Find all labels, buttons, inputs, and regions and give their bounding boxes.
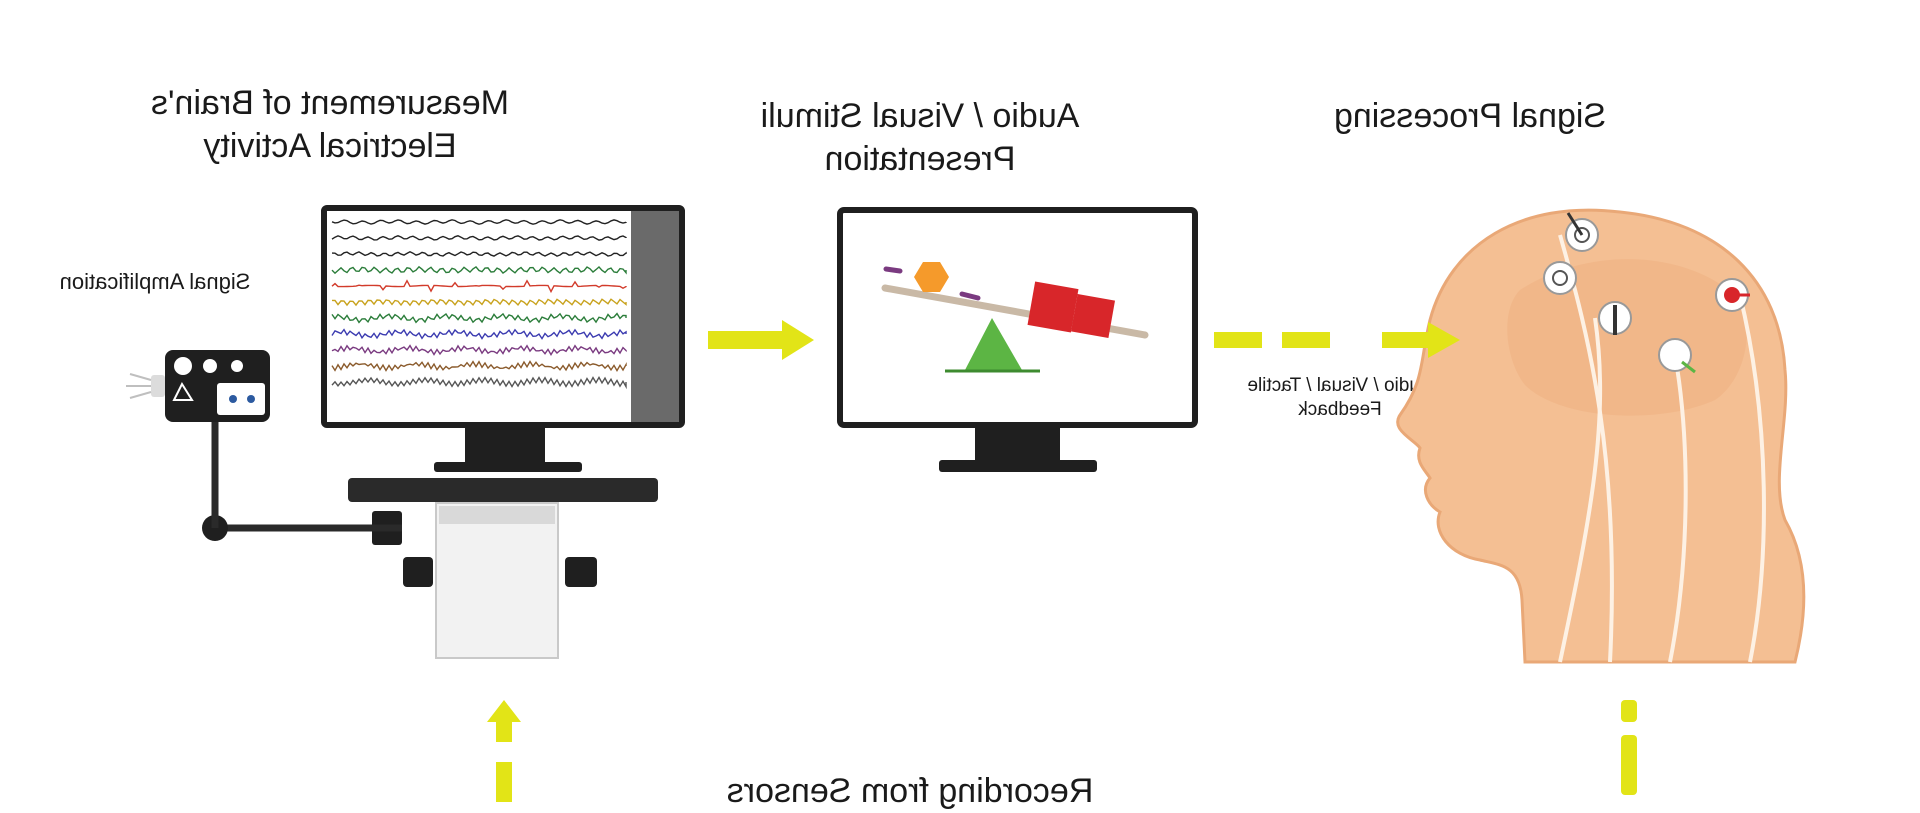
desk-top <box>348 478 658 502</box>
electrode-3 <box>1598 301 1632 335</box>
stimuli-monitor-base <box>939 460 1097 472</box>
electrode-5 <box>1658 338 1696 374</box>
eeg-trace <box>331 375 627 390</box>
head-down-dashed-line <box>1621 700 1637 795</box>
pc-tower <box>435 502 559 659</box>
eeg-trace <box>331 360 627 373</box>
tower-wheel-left <box>565 557 597 587</box>
tower-wheel-right <box>403 557 433 587</box>
electrode-wire-1 <box>1558 317 1603 663</box>
eeg-traces <box>331 219 627 390</box>
eeg-trace <box>331 328 627 340</box>
orange-hexagon <box>914 262 949 292</box>
electrode-wire-4 <box>1738 294 1766 663</box>
processing-monitor-neck <box>465 427 545 465</box>
electrode-1 <box>1565 212 1599 252</box>
eeg-trace <box>331 251 627 257</box>
red-block-1 <box>1070 293 1116 339</box>
amplifier-plug <box>151 375 165 397</box>
stimuli-monitor-neck <box>975 427 1060 465</box>
red-block-2 <box>1027 281 1079 333</box>
eeg-trace <box>331 235 627 241</box>
eeg-trace <box>331 298 627 307</box>
eeg-screen <box>321 205 685 428</box>
processing-monitor-base <box>434 462 582 472</box>
eeg-trace <box>331 265 627 275</box>
electrode-4 <box>1715 278 1750 312</box>
eeg-trace <box>331 219 627 225</box>
recording-up-arrow <box>487 700 521 802</box>
eeg-trace <box>331 279 627 294</box>
feedback-dashed-arrow <box>1214 322 1460 358</box>
balance-scale-scene <box>881 262 1149 373</box>
eeg-trace <box>331 312 627 324</box>
fulcrum-triangle <box>965 318 1022 370</box>
brain-region <box>1507 259 1747 416</box>
eeg-trace <box>331 344 627 356</box>
electrode-2 <box>1543 261 1577 295</box>
channel-label-panel <box>631 211 679 422</box>
electrode-wire-3 <box>1668 354 1688 663</box>
stimuli-to-processing-arrow <box>708 320 814 360</box>
